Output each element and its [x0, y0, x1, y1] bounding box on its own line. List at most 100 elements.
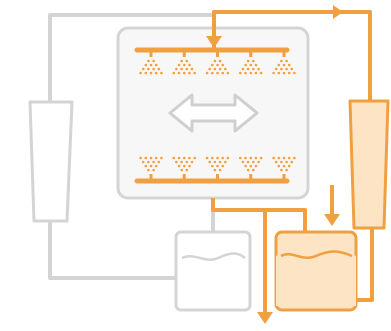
- top-spray-droplet: [218, 59, 222, 63]
- top-spray-droplet: [221, 63, 224, 67]
- top-spray-droplet: [180, 59, 183, 63]
- top-spray-droplet: [216, 71, 219, 75]
- bottom-spray-droplet: [272, 156, 275, 160]
- top-spray-droplet: [285, 59, 288, 63]
- top-spray-droplet: [254, 63, 258, 67]
- bottom-spray-droplet: [175, 160, 178, 164]
- bottom-spray-droplet: [177, 156, 181, 160]
- top-spray-droplet: [183, 71, 186, 75]
- top-spray-droplet: [226, 71, 230, 75]
- top-spray-droplet: [257, 67, 260, 71]
- orange-drain-pipe: [211, 198, 267, 320]
- top-spray-droplet: [144, 71, 148, 75]
- top-spray-droplet: [177, 71, 181, 75]
- gray-pipe-bottom-loop: [48, 220, 175, 280]
- top-spray-nozzle-icon: [172, 51, 196, 75]
- bottom-spray-droplet: [287, 156, 291, 160]
- top-spray-droplet: [287, 71, 291, 75]
- top-spray-droplet: [213, 67, 217, 71]
- top-spray-droplet: [285, 67, 288, 71]
- bottom-spray-droplet: [249, 164, 253, 168]
- bottom-spray-droplet: [285, 160, 288, 164]
- top-spray-droplet: [152, 59, 155, 63]
- top-spray-droplet: [252, 59, 255, 63]
- bottom-spray-droplet: [211, 164, 214, 168]
- top-spray-droplet: [290, 67, 294, 71]
- top-spray-droplet: [154, 71, 158, 75]
- bottom-spray-droplet: [252, 168, 255, 172]
- bottom-spray-droplet: [252, 160, 255, 164]
- gray-pipe-top-loop: [48, 13, 214, 103]
- top-spray-droplet: [180, 67, 183, 71]
- bottom-spray-droplet: [280, 160, 283, 164]
- bottom-spray-droplet: [152, 168, 155, 172]
- bottom-spray-droplet: [180, 160, 183, 164]
- bottom-spray-droplet: [226, 156, 230, 160]
- gray-collection-tank: [174, 230, 252, 312]
- bottom-spray-droplet: [274, 160, 278, 164]
- bottom-spray-droplet: [293, 156, 296, 160]
- top-spray-droplet: [259, 71, 263, 75]
- bottom-spray-droplet: [188, 164, 191, 168]
- top-spray-droplet: [280, 59, 283, 63]
- orange-tank-liquid-level: [276, 251, 356, 306]
- bottom-spray-droplet: [172, 156, 176, 160]
- orange-tank-feed-pipe: [265, 208, 307, 235]
- top-spray-nozzle-icon: [272, 51, 296, 75]
- top-spray-droplet: [249, 63, 253, 67]
- bottom-spray-droplet: [285, 168, 288, 172]
- top-spray-droplet: [208, 67, 211, 71]
- top-spray-droplet: [183, 63, 186, 67]
- top-spray-droplet: [175, 67, 178, 71]
- bottom-spray-nozzle-icon: [139, 156, 163, 180]
- top-spray-droplet: [277, 63, 281, 67]
- bottom-spray-droplet: [287, 164, 291, 168]
- top-spray-droplet: [254, 71, 258, 75]
- bottom-spray-droplet: [241, 160, 245, 164]
- bottom-spray-droplet: [147, 168, 150, 172]
- top-spray-droplet: [282, 71, 286, 75]
- bottom-spray-droplet: [254, 156, 258, 160]
- bottom-spray-droplet: [185, 160, 189, 164]
- top-spray-droplet: [244, 71, 247, 75]
- bottom-spray-droplet: [152, 160, 155, 164]
- bottom-nozzle-group: [139, 156, 296, 180]
- bottom-spray-droplet: [221, 164, 224, 168]
- top-spray-droplet: [221, 71, 224, 75]
- bottom-spray-droplet: [183, 156, 186, 160]
- bottom-spray-droplet: [257, 160, 260, 164]
- top-spray-droplet: [190, 67, 194, 71]
- bottom-spray-droplet: [177, 164, 181, 168]
- bottom-spray-droplet: [141, 160, 145, 164]
- bottom-spray-droplet: [149, 156, 153, 160]
- bottom-spray-droplet: [246, 168, 250, 172]
- bottom-spray-droplet: [249, 156, 253, 160]
- bottom-spray-droplet: [216, 164, 219, 168]
- bottom-spray-droplet: [244, 156, 247, 160]
- bottom-spray-droplet: [157, 160, 161, 164]
- top-spray-droplet: [172, 71, 176, 75]
- top-spray-droplet: [185, 67, 189, 71]
- top-spray-droplet: [149, 63, 153, 67]
- top-spray-droplet: [249, 71, 253, 75]
- top-spray-droplet: [188, 71, 191, 75]
- bottom-spray-droplet: [144, 156, 148, 160]
- bottom-spray-droplet: [183, 164, 186, 168]
- top-spray-droplet: [246, 67, 250, 71]
- top-spray-droplet: [277, 71, 281, 75]
- bottom-spray-droplet: [211, 156, 214, 160]
- top-spray-droplet: [211, 63, 214, 67]
- bottom-spray-droplet: [277, 156, 281, 160]
- bottom-spray-droplet: [282, 164, 286, 168]
- top-spray-droplet: [157, 67, 161, 71]
- top-spray-droplet: [152, 67, 155, 71]
- bottom-spray-droplet: [254, 164, 258, 168]
- top-spray-droplet: [293, 71, 296, 75]
- top-spray-droplet: [147, 67, 150, 71]
- bottom-spray-droplet: [185, 168, 189, 172]
- top-spray-droplet: [147, 59, 150, 63]
- bottom-spray-droplet: [188, 156, 191, 160]
- top-spray-nozzle-icon: [205, 51, 230, 75]
- top-spray-droplet: [282, 63, 286, 67]
